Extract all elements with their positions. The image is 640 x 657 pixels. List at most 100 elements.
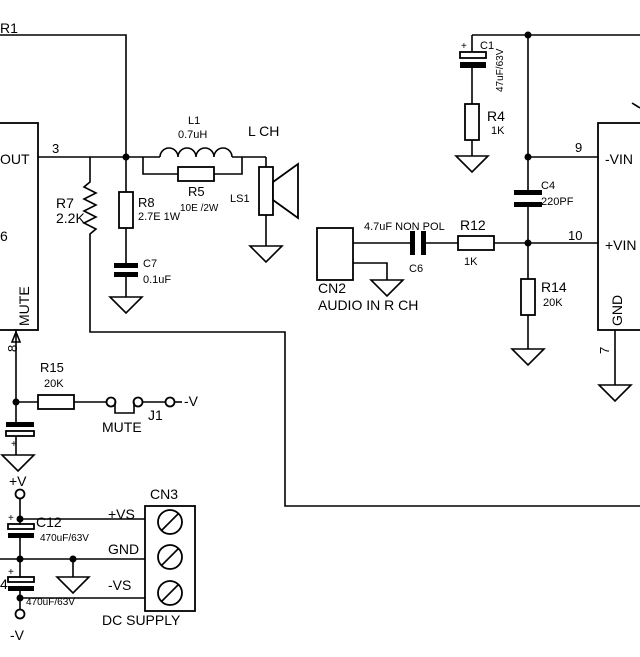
r8-label: R8 bbox=[138, 195, 155, 210]
j1-label: J1 bbox=[148, 407, 163, 423]
c6-plate bbox=[410, 231, 415, 255]
neg-v-j1-label: -V bbox=[184, 393, 199, 409]
plus-sign: + bbox=[8, 567, 14, 578]
pin8-label: 8 bbox=[5, 345, 20, 352]
r5-label: R5 bbox=[188, 184, 205, 199]
plus-vs-label: +VS bbox=[108, 506, 135, 522]
pin10-label: 10 bbox=[568, 228, 582, 243]
c12-plate bbox=[8, 533, 34, 538]
plus-sign: + bbox=[11, 439, 17, 450]
c4-value: 220PF bbox=[541, 196, 574, 208]
r7-label: R7 bbox=[56, 195, 74, 211]
ls1-speaker-cone bbox=[272, 162, 299, 220]
vin-neg-label: -VIN bbox=[605, 151, 633, 167]
ls1-speaker-coil bbox=[258, 166, 274, 216]
cn2-gnd-wire bbox=[353, 262, 388, 280]
r1-feedback-wire bbox=[0, 34, 127, 157]
ic-pin-stub bbox=[631, 102, 640, 109]
left-amplifier-ic bbox=[0, 122, 39, 331]
c1-plate bbox=[460, 62, 486, 68]
l1-value: 0.7uH bbox=[178, 129, 207, 141]
j1-pin bbox=[132, 396, 144, 408]
audio-in-label: AUDIO IN R CH bbox=[318, 297, 418, 313]
c12-label: C12 bbox=[36, 514, 62, 530]
cn2-connector bbox=[316, 227, 354, 281]
c12-value: 470uF/63V bbox=[40, 533, 89, 544]
r5-resistor bbox=[177, 166, 215, 182]
ground-symbol bbox=[55, 576, 91, 595]
c7-plate-bottom bbox=[114, 272, 138, 277]
junction bbox=[16, 555, 24, 563]
pin6-label: 6 bbox=[0, 228, 8, 244]
plus-sign: + bbox=[461, 41, 467, 52]
ground-symbol bbox=[369, 279, 405, 298]
j1-jumper bbox=[114, 402, 135, 414]
vin-pos-label: +VIN bbox=[605, 237, 637, 253]
c7-plate-top bbox=[114, 263, 138, 268]
ls1-label: LS1 bbox=[230, 193, 250, 205]
pos-v-label: +V bbox=[9, 473, 27, 489]
mute-cap-plate bbox=[6, 422, 34, 427]
pin3-label: 3 bbox=[52, 141, 59, 156]
plus-sign: + bbox=[8, 513, 14, 524]
ground-symbol bbox=[108, 296, 144, 315]
cn3-screw-slot bbox=[161, 584, 179, 602]
c7-value: 0.1uF bbox=[143, 274, 171, 286]
r5-left-wire bbox=[142, 157, 178, 175]
minus-vs-label: -VS bbox=[108, 577, 131, 593]
ground-symbol bbox=[454, 155, 490, 174]
c12-plate bbox=[7, 523, 35, 530]
c7-label: C7 bbox=[143, 258, 157, 270]
c4-plate bbox=[514, 190, 542, 195]
r5-right-wire bbox=[214, 157, 243, 175]
cn3-screw-slot bbox=[161, 548, 179, 566]
r7-value: 2.2K bbox=[56, 210, 85, 226]
r4-value: 1K bbox=[491, 125, 505, 137]
r14-label: R14 bbox=[541, 279, 567, 295]
r12-value: 1K bbox=[464, 256, 478, 268]
mute-arrow bbox=[10, 329, 22, 343]
neg-v-bottom-label: -V bbox=[10, 627, 25, 643]
ground-symbol bbox=[0, 454, 36, 473]
c14-plate bbox=[8, 586, 34, 591]
r14-resistor bbox=[520, 278, 536, 316]
right-amplifier-ic bbox=[597, 122, 640, 331]
c14-label: 4 bbox=[0, 576, 8, 592]
j1-pin bbox=[105, 396, 117, 408]
c6-value: 4.7uF NON POL bbox=[364, 221, 445, 233]
j1-pin bbox=[164, 396, 176, 408]
c1-plate bbox=[459, 51, 487, 59]
ground-symbol bbox=[597, 384, 633, 403]
r15-value: 20K bbox=[44, 378, 64, 390]
c14-plate bbox=[7, 576, 35, 583]
lch-label: L CH bbox=[248, 123, 279, 139]
gnd-label: GND bbox=[108, 541, 139, 557]
c6-plate bbox=[421, 231, 426, 255]
mute-cap-plate bbox=[5, 430, 35, 437]
c1-value: 47uF/63V bbox=[495, 48, 506, 92]
r15-resistor bbox=[37, 394, 75, 410]
r1-label: R1 bbox=[0, 20, 18, 36]
r7-resistor-and-feedback bbox=[82, 157, 640, 507]
c4-plate bbox=[514, 202, 542, 207]
pin7-label: 7 bbox=[597, 347, 612, 354]
ground-symbol bbox=[248, 245, 284, 264]
ground-symbol bbox=[510, 348, 546, 367]
mute-pin-label: MUTE bbox=[16, 286, 32, 326]
r8-resistor bbox=[118, 191, 134, 229]
r5-value: 10E /2W bbox=[180, 203, 219, 214]
l1-inductor bbox=[159, 147, 233, 158]
out-pin-label: OUT bbox=[0, 151, 30, 167]
gnd-pin-label: GND bbox=[609, 295, 625, 326]
r8-value: 2.7E 1W bbox=[138, 211, 181, 223]
r4-label: R4 bbox=[487, 108, 505, 124]
pos-v-terminal bbox=[14, 488, 26, 500]
mute-switch-label: MUTE bbox=[102, 419, 142, 435]
dc-supply-label: DC SUPPLY bbox=[102, 612, 181, 628]
l1-label: L1 bbox=[188, 115, 200, 127]
c6-label: C6 bbox=[409, 263, 423, 275]
c14-value: 470uF/63V bbox=[26, 597, 75, 608]
r4-resistor bbox=[464, 103, 480, 141]
cn3-screw-slot bbox=[161, 513, 179, 531]
